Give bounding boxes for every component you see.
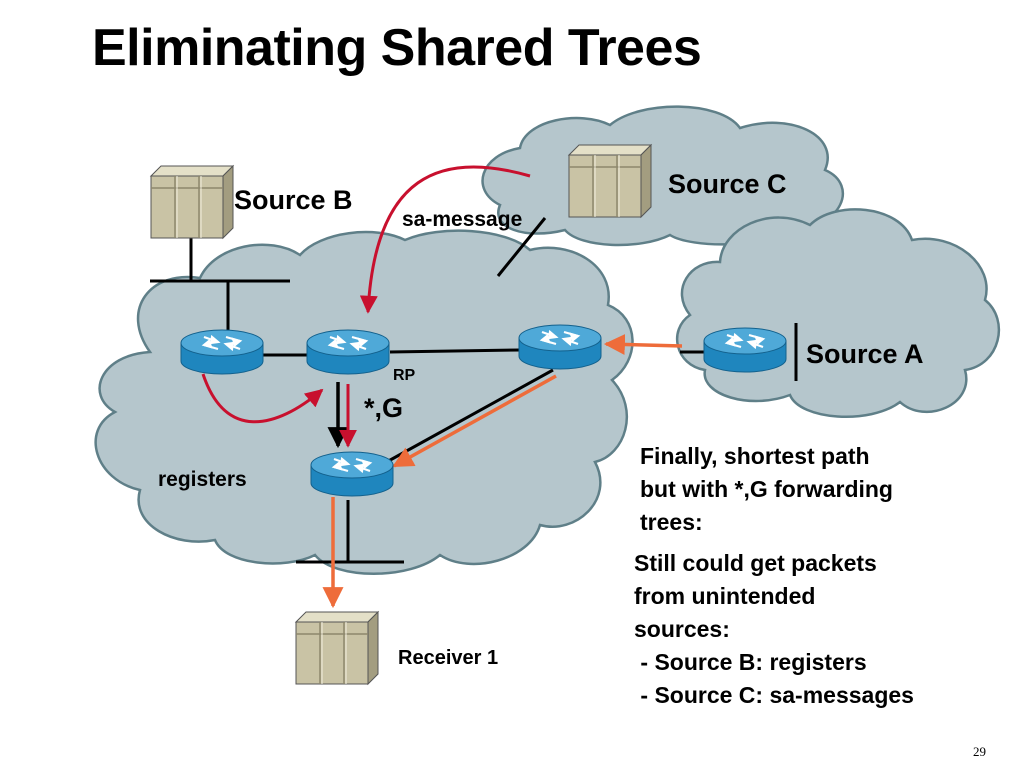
router-rp xyxy=(305,328,391,376)
source-b-label: Source B xyxy=(234,185,353,215)
shortest-path-note: Finally, shortest path but with *,G forw… xyxy=(640,443,893,535)
slide-title: Eliminating Shared Trees xyxy=(92,19,702,77)
receiver-1-label: Receiver 1 xyxy=(398,647,498,669)
router-core xyxy=(517,323,603,371)
shortest-path-arrow xyxy=(392,374,557,468)
sa-message-label: sa-message xyxy=(402,208,522,231)
unintended-sources-note: Still could get packets from unintended … xyxy=(634,550,914,708)
star-g-label: *,G xyxy=(364,393,403,423)
page-number: 29 xyxy=(973,744,986,759)
router-receiver xyxy=(309,450,395,498)
sa-message-arrow xyxy=(359,165,531,314)
server-source-c xyxy=(568,144,652,218)
source-a-path-arrow xyxy=(603,334,683,355)
router-source-b xyxy=(179,328,265,376)
network-links xyxy=(150,217,798,564)
rp-label: RP xyxy=(393,367,416,384)
registers-label: registers xyxy=(158,468,247,491)
cloud-main xyxy=(94,229,634,575)
register-arrow xyxy=(201,373,324,424)
source-a-label: Source A xyxy=(806,339,924,369)
server-source-b xyxy=(150,165,234,239)
server-receiver-1 xyxy=(295,611,379,685)
source-c-label: Source C xyxy=(668,169,787,199)
router-source-a xyxy=(702,326,788,374)
